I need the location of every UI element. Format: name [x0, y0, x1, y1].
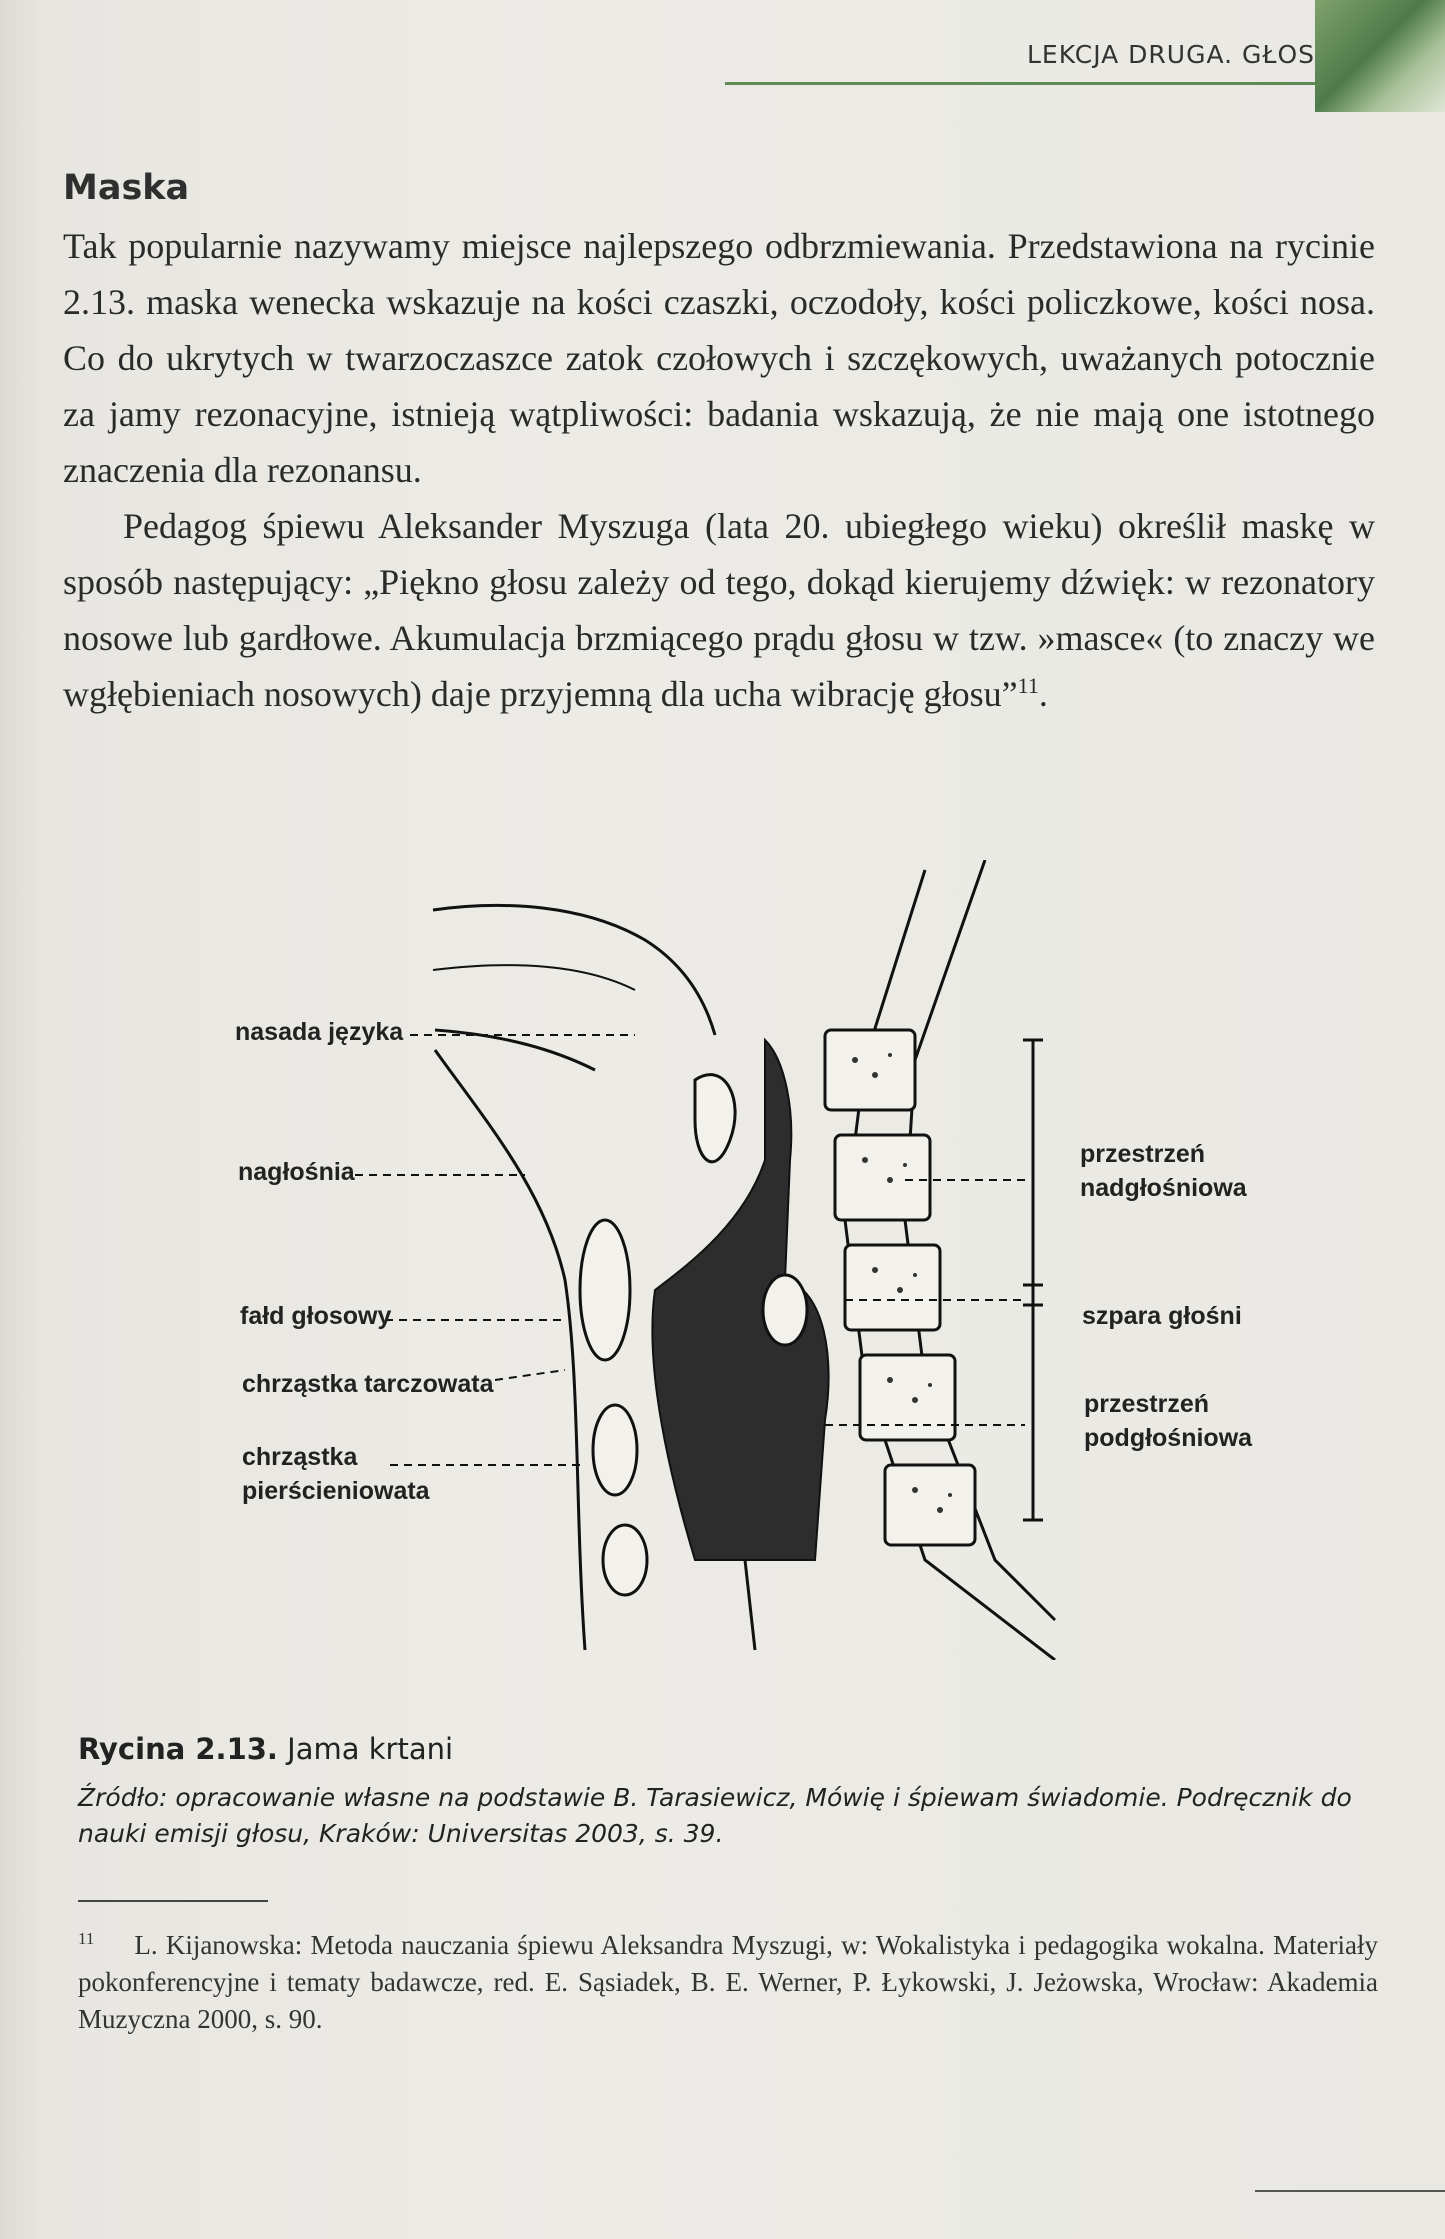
- footnote-ref: 11: [1017, 673, 1039, 698]
- paragraph-2-end: .: [1038, 674, 1048, 714]
- header-rule: [725, 82, 1315, 85]
- section-title: Maska: [63, 168, 190, 208]
- footnote-rule: [78, 1900, 268, 1902]
- footnote-text: L. Kijanowska: Metoda nauczania śpiewu A…: [78, 1930, 1378, 2034]
- label-cricoid-line1: chrząstka: [242, 1443, 358, 1471]
- label-subglottic-line1: przestrzeń: [1084, 1390, 1210, 1418]
- label-thyroid-cartilage: chrząstka tarczowata: [242, 1370, 494, 1398]
- footnote-number: 11: [78, 1929, 95, 1948]
- paragraph-1: Tak popularnie nazywamy miejsce najlepsz…: [63, 226, 1375, 490]
- figure-caption-title: Rycina 2.13. Jama krtani: [78, 1732, 453, 1766]
- body-text: Tak popularnie nazywamy miejsce najlepsz…: [63, 218, 1375, 722]
- running-header: LEKCJA DRUGA. GŁOS: [1026, 40, 1315, 69]
- label-vocal-fold: fałd głosowy: [240, 1302, 392, 1330]
- label-supraglottic-line1: przestrzeń: [1080, 1140, 1206, 1168]
- label-epiglottis: nagłośnia: [238, 1158, 355, 1186]
- paragraph-2: Pedagog śpiewu Aleksander Myszuga (lata …: [63, 498, 1375, 722]
- label-cricoid-line2: pierścieniowata: [242, 1477, 430, 1505]
- paragraph-2-text: Pedagog śpiewu Aleksander Myszuga (lata …: [63, 506, 1375, 714]
- larynx-illustration: [355, 860, 1057, 1660]
- bottom-rule: [1255, 2190, 1445, 2192]
- figure-number: Rycina 2.13.: [78, 1732, 278, 1766]
- label-supraglottic-line2: nadgłośniowa: [1080, 1174, 1247, 1202]
- label-glottis: szpara głośni: [1082, 1302, 1242, 1330]
- larynx-figure: nasada języka nagłośnia fałd głosowy chr…: [225, 860, 1285, 1660]
- label-subglottic-line2: podgłośniowa: [1084, 1424, 1253, 1452]
- figure-source: Źródło: opracowanie własne na podstawie …: [78, 1783, 1352, 1848]
- label-tongue-base: nasada języka: [235, 1018, 404, 1046]
- corner-photo-decoration: [1315, 0, 1445, 112]
- figure-title: Jama krtani: [287, 1732, 454, 1766]
